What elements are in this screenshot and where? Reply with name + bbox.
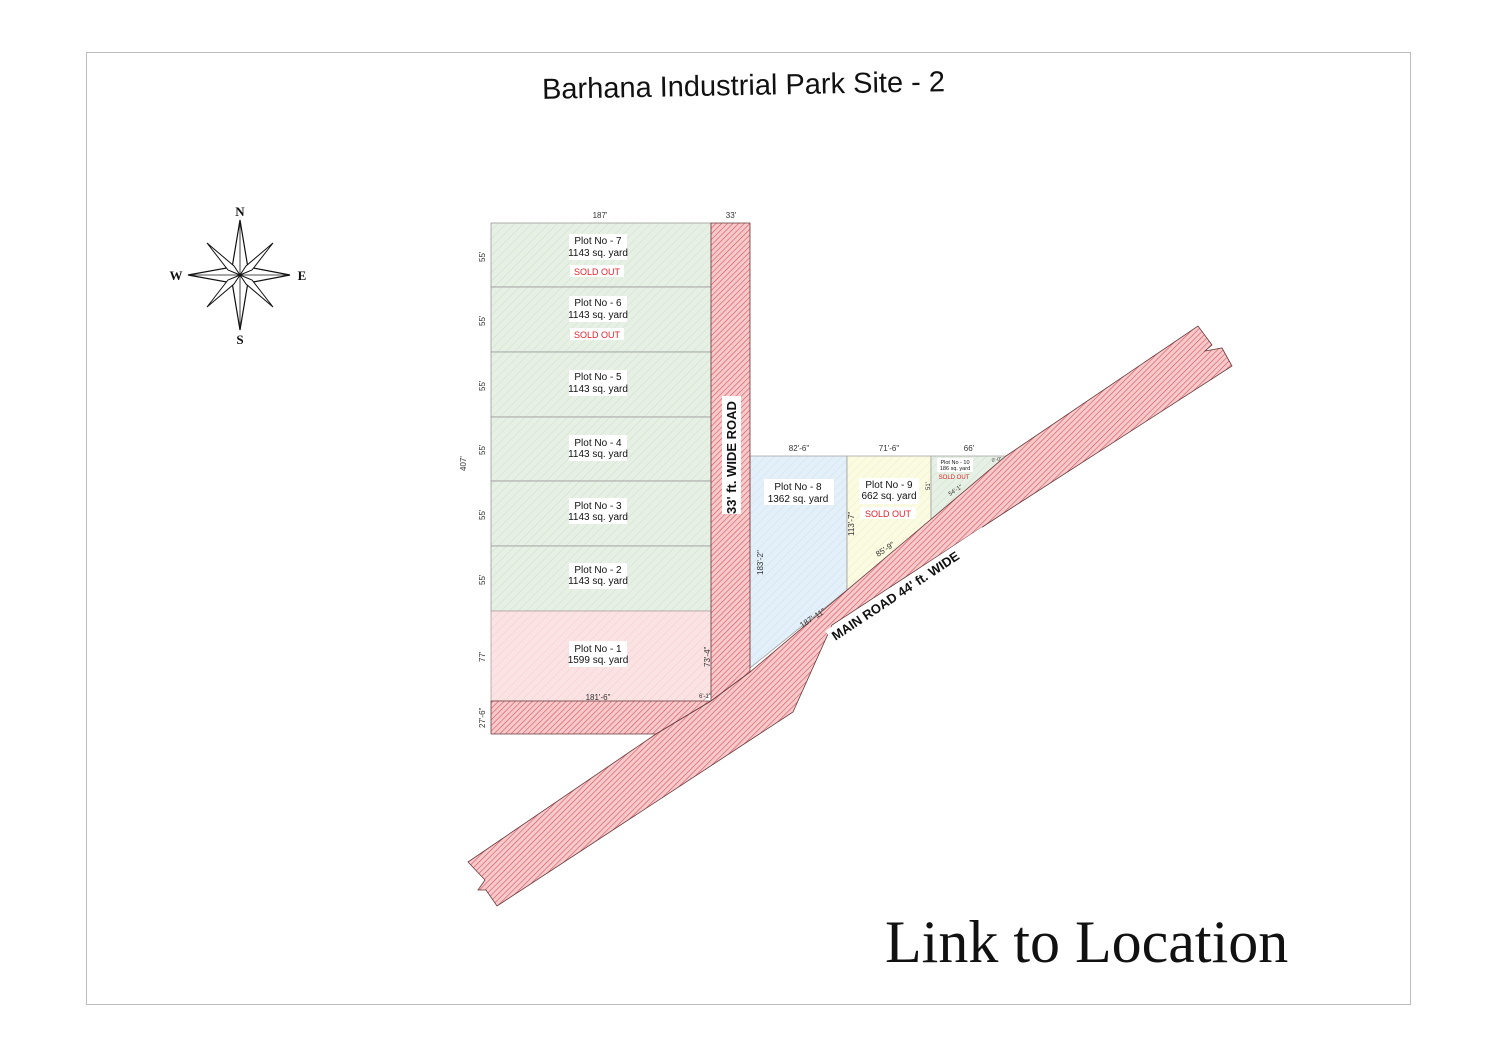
plot-10-name: Plot No - 10 xyxy=(940,460,969,466)
plot-3-area: 1143 sq. yard xyxy=(568,512,628,523)
dim-plot-4-side: 55' xyxy=(478,444,487,455)
dim-plot-1-side: 77' xyxy=(478,651,487,662)
plot-4-area: 1143 sq. yard xyxy=(568,449,628,460)
compass-east-label: E xyxy=(298,268,307,283)
compass-west-label: W xyxy=(170,268,183,283)
plot-2-name: Plot No - 2 xyxy=(574,565,622,576)
plot-7-status: SOLD OUT xyxy=(574,267,621,277)
dim-plot-5-side: 55' xyxy=(478,380,487,391)
side-road: 33' ft. WIDE ROAD xyxy=(710,222,751,702)
dim-plot-7-side: 55' xyxy=(478,251,487,262)
plot-5[interactable]: Plot No - 5 1143 sq. yard xyxy=(490,351,712,418)
dim-top-width: 187' xyxy=(593,211,608,220)
dim-road-width: 33' xyxy=(726,211,737,220)
plot-1-name: Plot No - 1 xyxy=(574,644,622,655)
dim-bottom-strip: 27'-6" xyxy=(478,707,487,728)
plot-1[interactable]: Plot No - 1 1599 sq. yard xyxy=(490,610,712,702)
plot-6[interactable]: Plot No - 6 1143 sq. yard SOLD OUT xyxy=(490,286,712,353)
dim-plot-8-top: 82'-6" xyxy=(789,444,810,453)
plot-8-name: Plot No - 8 xyxy=(774,482,822,493)
dim-total-depth: 407' xyxy=(459,456,468,471)
plot-6-area: 1143 sq. yard xyxy=(568,310,628,321)
plot-8-area: 1362 sq. yard xyxy=(768,494,829,505)
dim-plot-1-bottom: 181'-6" xyxy=(586,693,611,702)
dim-plot-9-top: 71'-6" xyxy=(879,444,900,453)
plot-2-area: 1143 sq. yard xyxy=(568,576,628,587)
side-road-label: 33' ft. WIDE ROAD xyxy=(724,401,739,514)
plot-1-area: 1599 sq. yard xyxy=(568,655,629,666)
dim-plot-10-top: 66' xyxy=(964,444,975,453)
compass-north-label: N xyxy=(235,204,245,219)
plot-4[interactable]: Plot No - 4 1143 sq. yard xyxy=(490,416,712,482)
plot-9[interactable]: Plot No - 9 662 sq. yard SOLD OUT xyxy=(846,455,932,591)
compass-south-label: S xyxy=(236,332,243,347)
dim-plot-1-right: 73'-4" xyxy=(703,646,712,667)
plot-3[interactable]: Plot No - 3 1143 sq. yard xyxy=(490,480,712,547)
plot-10-status: SOLD OUT xyxy=(939,475,970,481)
plot-6-name: Plot No - 6 xyxy=(574,298,622,309)
plot-9-area: 662 sq. yard xyxy=(861,491,916,502)
plot-4-name: Plot No - 4 xyxy=(574,438,622,449)
plot-9-name: Plot No - 9 xyxy=(865,480,913,491)
plot-7[interactable]: Plot No - 7 1143 sq. yard SOLD OUT xyxy=(490,222,712,288)
plot-5-area: 1143 sq. yard xyxy=(568,384,628,395)
plot-9-status: SOLD OUT xyxy=(865,509,912,519)
location-link[interactable]: Link to Location xyxy=(885,909,1289,975)
dimension-labels: 187' 33' 55' 55' 55' 55' 55' 55' 77' 407… xyxy=(459,211,1002,728)
dim-plot-2-side: 55' xyxy=(478,574,487,585)
dim-corner-small: 6'-1" xyxy=(699,694,711,700)
plot-6-status: SOLD OUT xyxy=(574,330,621,340)
map-frame xyxy=(86,52,1411,1005)
plot-7-name: Plot No - 7 xyxy=(574,236,622,247)
plot-2[interactable]: Plot No - 2 1143 sq. yard xyxy=(490,545,712,612)
plot-7-area: 1143 sq. yard xyxy=(568,248,628,259)
compass-rose-icon: N S E W xyxy=(170,204,307,347)
plot-3-name: Plot No - 3 xyxy=(574,501,622,512)
dim-plot-10-left: 51' xyxy=(926,482,932,490)
dim-plot-9-left: 113'-7" xyxy=(847,512,856,536)
dim-plot-8-left: 183'-2" xyxy=(756,550,765,575)
dim-plot-10-right: 0'-0" xyxy=(991,456,1002,464)
dim-plot-3-side: 55' xyxy=(478,509,487,520)
plot-10-area: 186 sq. yard xyxy=(940,466,970,472)
plot-5-name: Plot No - 5 xyxy=(574,372,622,383)
dim-plot-6-side: 55' xyxy=(478,315,487,326)
